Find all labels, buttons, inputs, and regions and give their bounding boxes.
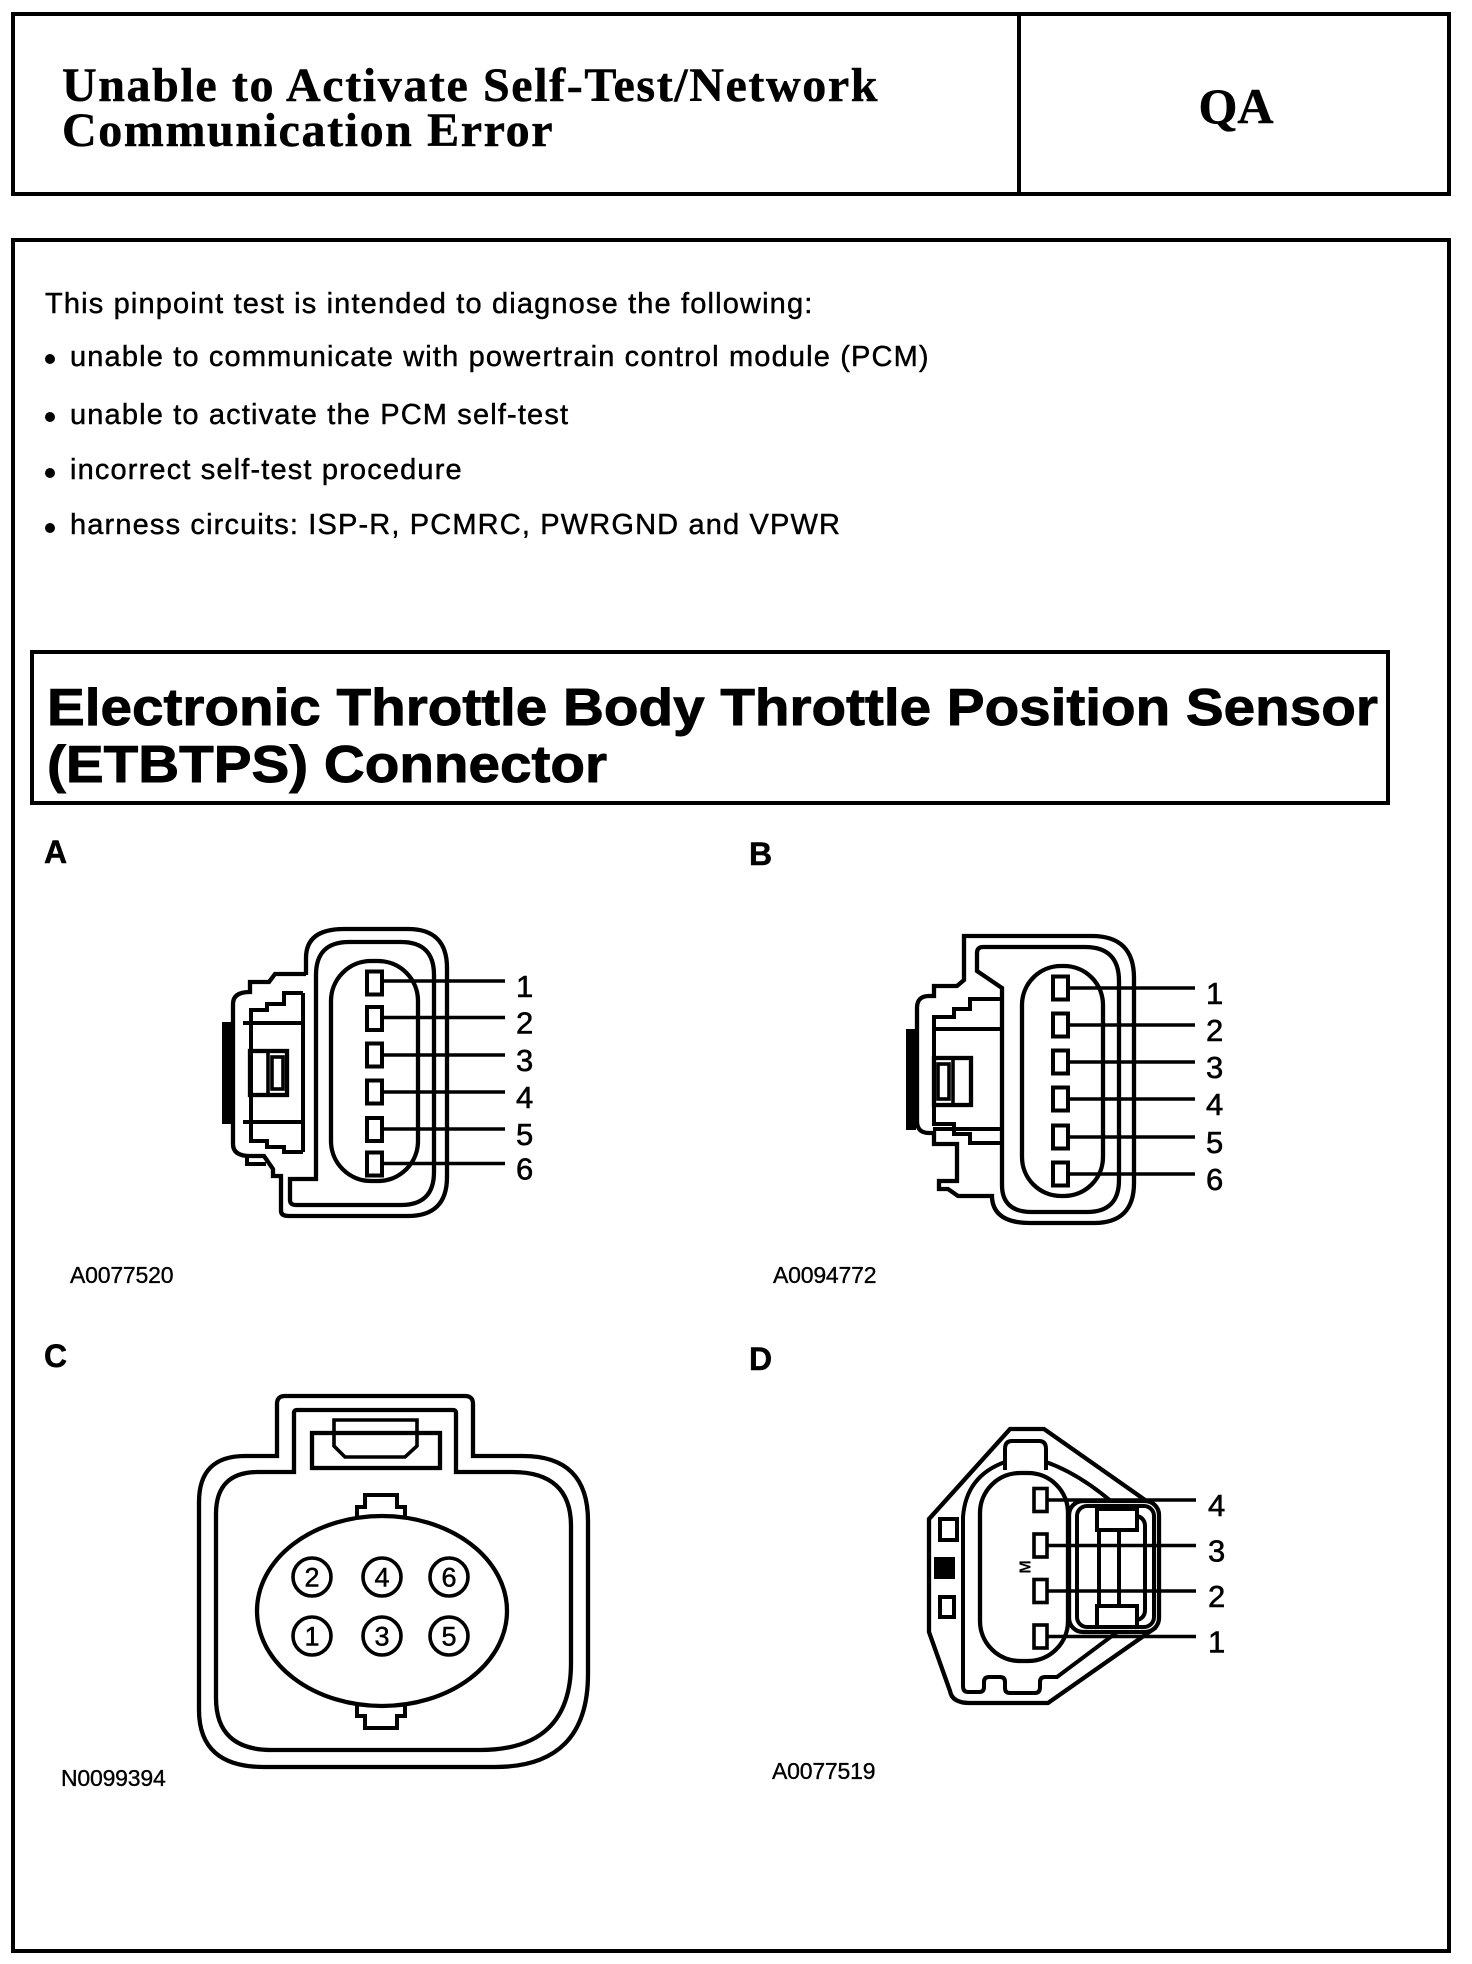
svg-text:2: 2 [516,1006,533,1041]
svg-text:5: 5 [441,1622,456,1652]
svg-text:1: 1 [1208,1625,1225,1660]
svg-text:M: M [1018,1560,1035,1573]
svg-text:5: 5 [1206,1125,1223,1160]
svg-text:3: 3 [1206,1050,1223,1085]
svg-text:4: 4 [1208,1488,1225,1523]
svg-text:3: 3 [1208,1534,1225,1569]
svg-text:4: 4 [516,1080,533,1115]
svg-text:1: 1 [1206,976,1223,1011]
svg-text:1: 1 [516,969,533,1004]
svg-text:2: 2 [1206,1013,1223,1048]
svg-text:6: 6 [1206,1162,1223,1197]
svg-text:1: 1 [304,1622,319,1652]
svg-text:6: 6 [441,1563,456,1593]
svg-text:2: 2 [1208,1579,1225,1614]
svg-text:3: 3 [374,1622,389,1652]
svg-text:4: 4 [374,1563,389,1593]
svg-text:3: 3 [516,1043,533,1078]
svg-text:2: 2 [304,1563,319,1593]
svg-text:4: 4 [1206,1087,1223,1122]
svg-text:5: 5 [516,1117,533,1152]
svg-text:6: 6 [516,1152,533,1187]
